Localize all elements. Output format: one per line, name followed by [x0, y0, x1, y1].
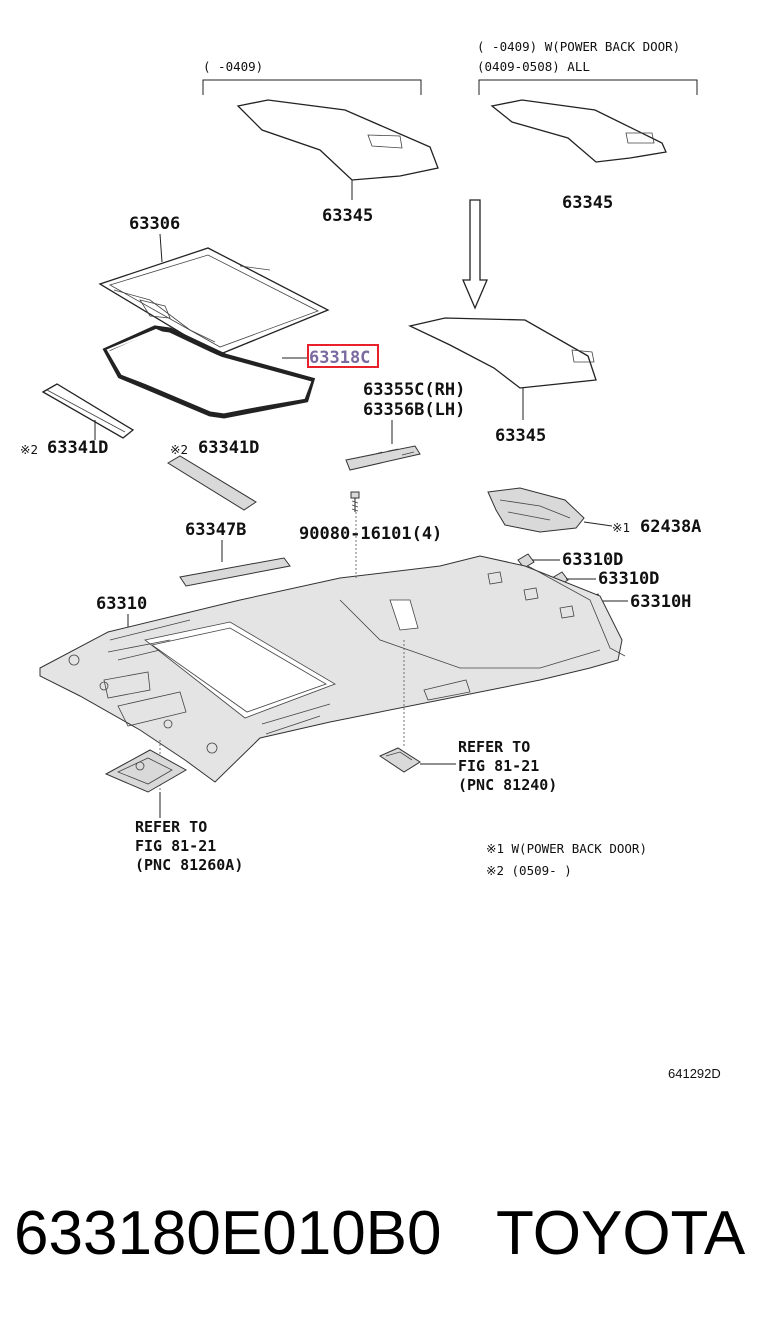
bolt-icon [350, 491, 360, 512]
footnote-1: ※1 W(POWER BACK DOOR) [486, 841, 647, 856]
right-range-note-1: ( -0409) W(POWER BACK DOOR) [477, 39, 680, 54]
label-63310h: 63310H [630, 592, 691, 612]
label-63355c: 63355C(RH) [363, 380, 465, 400]
label-63341d-b: 63341D [198, 438, 259, 458]
sunroof-seal [102, 325, 316, 419]
label-63310: 63310 [96, 594, 147, 614]
footer-part-number: 633180E010B0 [14, 1199, 442, 1268]
mark-1: ※1 [612, 520, 630, 535]
label-62438a: 62438A [640, 517, 701, 537]
ref2-line1: REFER TO [135, 818, 207, 836]
ref1-line2: FIG 81-21 [458, 757, 539, 775]
ref1-line3: (PNC 81240) [458, 776, 557, 794]
label-63356b: 63356B(LH) [363, 400, 465, 420]
label-63310d-b: 63310D [598, 569, 659, 589]
down-arrow-icon [462, 199, 488, 310]
diagram-code: 641292D [668, 1066, 721, 1081]
mark-2-a: ※2 [20, 442, 38, 457]
pad-63347b [179, 557, 291, 587]
strip-63341d-right [167, 455, 257, 511]
label-63345-c: 63345 [495, 426, 546, 446]
dome-lamp-81260a [104, 749, 188, 793]
map-lamp-81240 [378, 747, 421, 773]
mark-2-b: ※2 [170, 442, 188, 457]
label-90080: 90080-16101(4) [299, 524, 442, 544]
strip-63341d-left [41, 383, 135, 439]
footnote-2: ※2 (0509- ) [486, 863, 572, 878]
label-63306: 63306 [129, 214, 180, 234]
label-63341d-a: 63341D [47, 438, 108, 458]
ref2-line2: FIG 81-21 [135, 837, 216, 855]
left-range-note: ( -0409) [203, 59, 263, 74]
label-63347b: 63347B [185, 520, 246, 540]
bracket-63355c [345, 445, 421, 471]
headliner-63310 [39, 555, 626, 783]
ref2-line3: (PNC 81260A) [135, 856, 243, 874]
cover-62438a [487, 487, 585, 533]
sunshade-panel-center [408, 317, 597, 389]
label-63310d-a: 63310D [562, 550, 623, 570]
sunshade-panel-left [236, 99, 439, 181]
footer-brand: TOYOTA [496, 1199, 746, 1268]
left-range-bracket [202, 79, 422, 95]
right-range-note-2: (0409-0508) ALL [477, 59, 590, 74]
label-63345-a: 63345 [322, 206, 373, 226]
right-range-bracket [478, 79, 698, 95]
sunshade-panel-right [490, 99, 667, 163]
label-63345-b: 63345 [562, 193, 613, 213]
highlight-box [307, 344, 379, 368]
label-63318c: 63318C [309, 348, 370, 368]
ref1-line1: REFER TO [458, 738, 530, 756]
